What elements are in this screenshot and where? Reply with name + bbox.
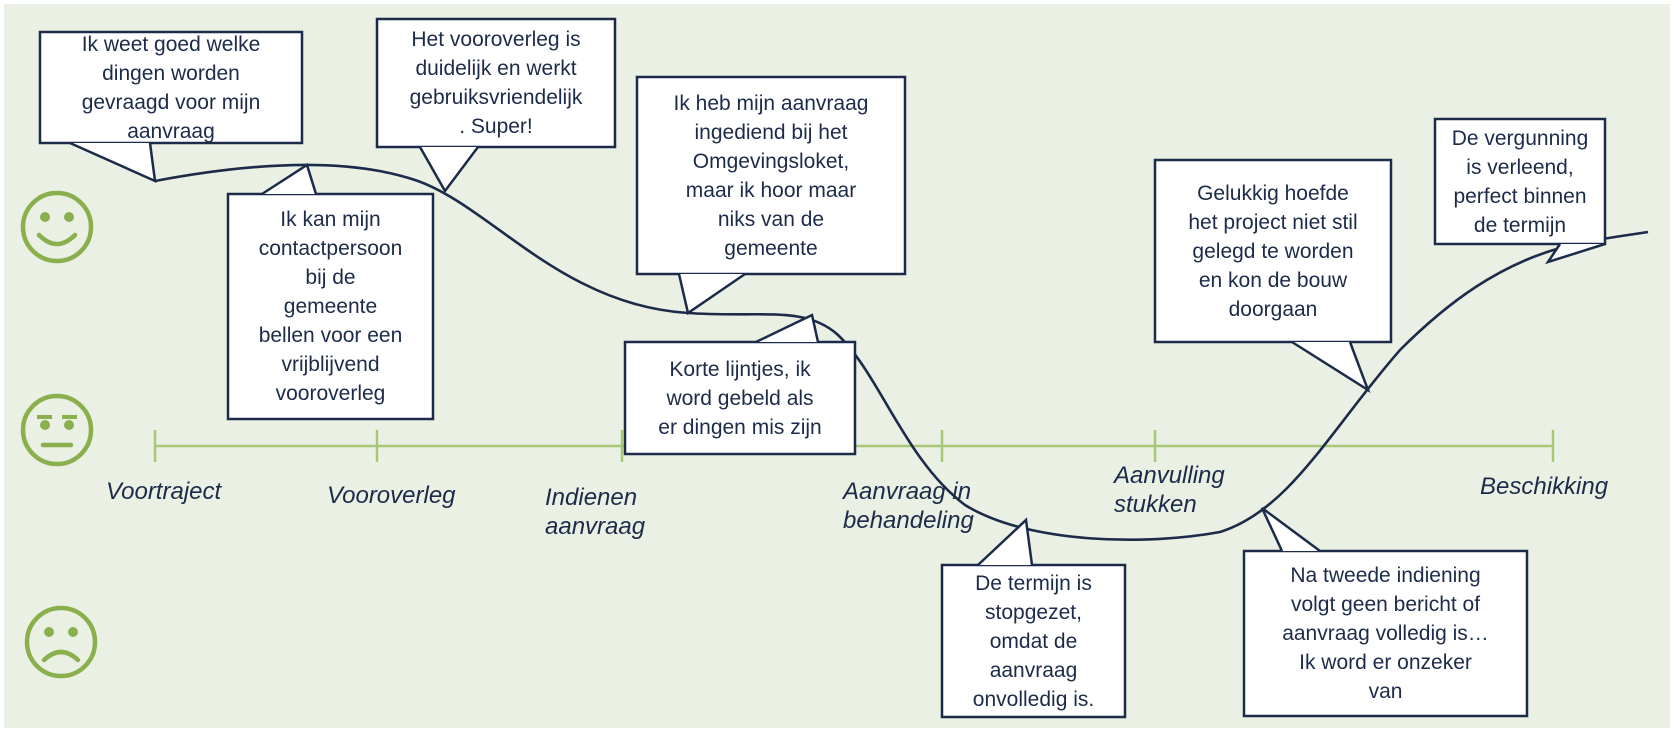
speech-bubble-4 bbox=[635, 75, 907, 316]
smiley-face-icon bbox=[20, 190, 94, 264]
speech-bubble-2 bbox=[226, 163, 435, 421]
speech-bubble-1 bbox=[38, 30, 304, 184]
quote-vergunning: De vergunning is verleend, perfect binne… bbox=[1451, 126, 1589, 237]
speech-bubble-6 bbox=[940, 517, 1127, 719]
quote-korte-lijntjes: Korte lijntjes, ik word gebeld als er di… bbox=[658, 357, 822, 439]
stage-label-indienen-aanvraag: Indienen aanvraag bbox=[545, 484, 646, 540]
quote-voortraject-positive: Ik weet goed welke dingen worden gevraag… bbox=[81, 33, 261, 143]
stage-label-vooroverleg: Vooroverleg bbox=[327, 482, 456, 509]
neutral-face-icon bbox=[20, 393, 94, 467]
emotion-scale bbox=[20, 190, 98, 679]
quote-gelukkig: Gelukkig hoefde het project niet stil ge… bbox=[1188, 181, 1358, 321]
quote-vooroverleg: Het vooroverleg is duidelijk en werkt ge… bbox=[409, 28, 583, 138]
stage-label-beschikking: Beschikking bbox=[1480, 473, 1609, 500]
emotion-curve bbox=[154, 163, 1649, 542]
speech-bubble-7 bbox=[1153, 158, 1393, 394]
speech-bubbles bbox=[38, 17, 1607, 719]
speech-bubble-9 bbox=[1433, 117, 1607, 265]
quote-ingediend: Ik heb mijn aanvraag ingediend bij het O… bbox=[673, 92, 869, 260]
stage-label-voortraject: Voortraject bbox=[106, 478, 222, 505]
speech-bubble-3 bbox=[375, 17, 617, 194]
quote-termijn-stopgezet: De termijn is stopgezet, omdat de aanvra… bbox=[972, 571, 1095, 711]
quote-contactpersoon: Ik kan mijn contactpersoon bij de gemeen… bbox=[258, 208, 403, 405]
stage-label-aanvraag-in-behandeling: Aanvraag in behandeling bbox=[843, 478, 974, 534]
quote-tweede-indiening: Na tweede indiening volgt geen bericht o… bbox=[1282, 564, 1489, 703]
stage-label-aanvulling-stukken: Aanvulling stukken bbox=[1114, 462, 1225, 518]
speech-bubble-5 bbox=[623, 313, 857, 456]
speech-bubble-8 bbox=[1242, 506, 1529, 718]
sad-face-icon bbox=[24, 605, 98, 679]
